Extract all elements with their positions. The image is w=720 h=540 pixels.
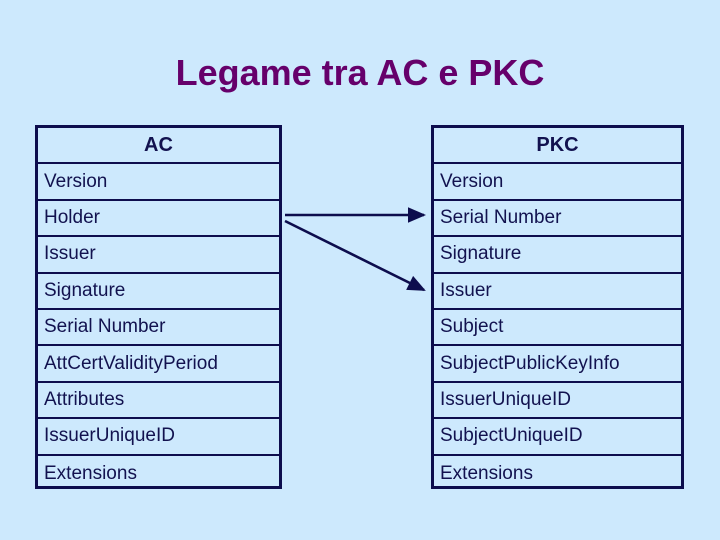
pkc-row-subjectuniqueid: SubjectUniqueID [434, 419, 681, 456]
pkc-table-header: PKC [434, 128, 681, 165]
ac-row-version: Version [38, 164, 279, 201]
pkc-table: PKC Version Serial Number Signature Issu… [431, 125, 684, 489]
ac-table-header: AC [38, 128, 279, 165]
pkc-row-issuer: Issuer [434, 274, 681, 310]
ac-row-attcertvalidityperiod: AttCertValidityPeriod [38, 346, 279, 383]
ac-row-serial-number: Serial Number [38, 310, 279, 347]
ac-row-attributes: Attributes [38, 383, 279, 420]
ac-row-issueruniqueid: IssuerUniqueID [38, 419, 279, 456]
ac-row-extensions: Extensions [44, 462, 137, 484]
pkc-row-issueruniqueid: IssuerUniqueID [434, 383, 681, 420]
page-title: Legame tra AC e PKC [175, 52, 545, 93]
pkc-row-version: Version [434, 164, 681, 201]
ac-row-signature: Signature [38, 274, 279, 310]
pkc-row-extensions: Extensions [440, 462, 533, 484]
ac-row-holder: Holder [38, 201, 279, 238]
pkc-row-serial-number: Serial Number [434, 201, 681, 238]
arrow-holder-to-issuer-icon [284, 219, 426, 292]
ac-table: AC Version Holder Issuer Signature Seria… [35, 125, 282, 489]
ac-row-issuer: Issuer [38, 237, 279, 274]
pkc-row-subject: Subject [434, 310, 681, 347]
pkc-row-signature: Signature [434, 237, 681, 274]
pkc-row-subjectpublickeyinfo: SubjectPublicKeyInfo [434, 346, 681, 383]
